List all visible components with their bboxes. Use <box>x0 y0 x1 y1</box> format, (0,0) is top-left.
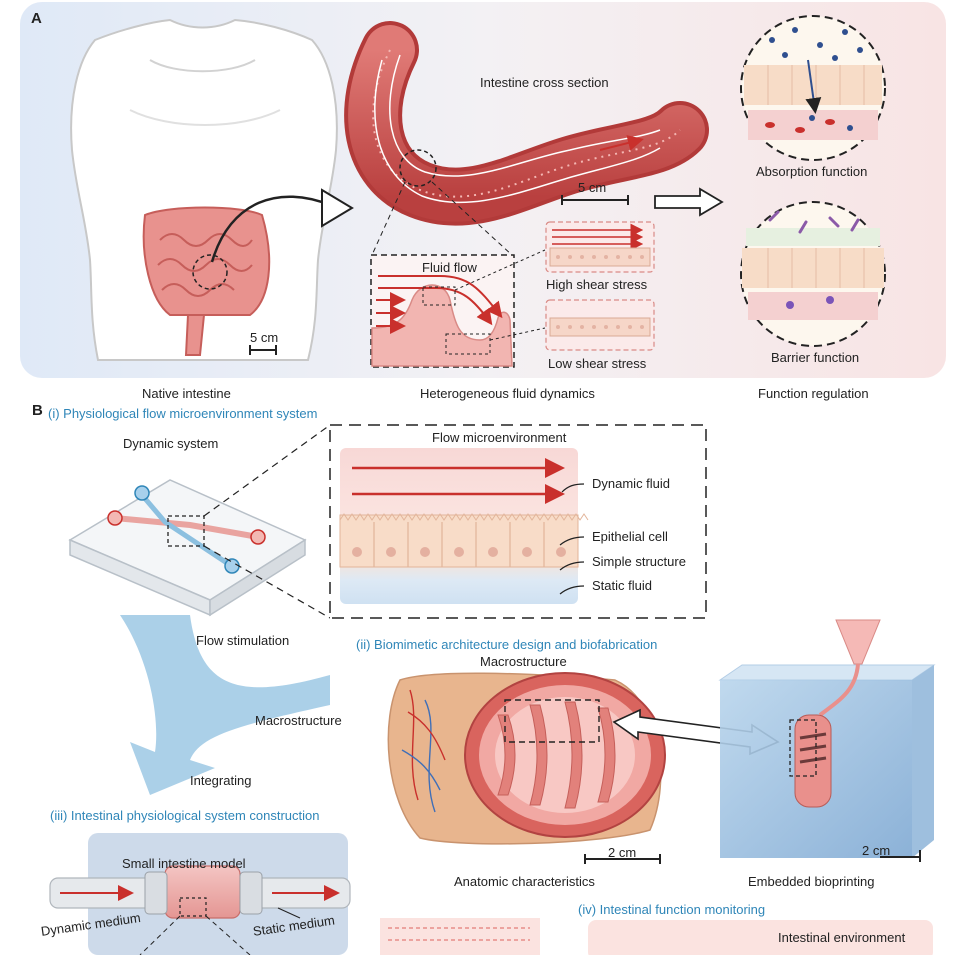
body-intestine-illustration <box>142 206 271 356</box>
integrating-label: Integrating <box>190 773 252 788</box>
intestine-cross-section <box>344 21 709 226</box>
static-fluid-label: Static fluid <box>592 578 652 593</box>
bioprinting-scale: 2 cm <box>862 843 891 858</box>
to-function-arrow <box>654 187 724 217</box>
macrostructure-arrow-label: Macrostructure <box>255 713 342 728</box>
flow-microenvironment-box <box>329 424 707 619</box>
low-shear-label: Low shear stress <box>548 356 647 371</box>
section-ii-title: (ii) Biomimetic architecture design and … <box>356 637 658 652</box>
embedded-bioprinting-label: Embedded bioprinting <box>748 874 875 889</box>
high-shear-box <box>545 221 655 273</box>
panel-b-letter: B <box>32 402 43 419</box>
torso-illustration <box>70 18 338 361</box>
section-i-title: (i) Physiological flow microenvironment … <box>48 406 318 421</box>
cross-section-scale: 5 cm <box>578 180 607 195</box>
section-iv-title: (iv) Intestinal function monitoring <box>578 902 766 917</box>
caption-fluid-dynamics: Heterogeneous fluid dynamics <box>420 386 595 401</box>
simple-structure-label: Simple structure <box>592 554 686 569</box>
barrier-circle <box>740 201 886 347</box>
body-scale: 5 cm <box>250 330 279 345</box>
macrostructure-tube <box>387 672 666 845</box>
dynamic-system-label: Dynamic system <box>123 436 219 451</box>
integrating-arrow <box>120 615 330 795</box>
panel-a-letter: A <box>31 10 42 27</box>
anatomic-label: Anatomic characteristics <box>454 874 595 889</box>
anatomic-scale: 2 cm <box>608 845 637 860</box>
high-shear-label: High shear stress <box>546 277 648 292</box>
epithelial-cell-label: Epithelial cell <box>592 529 668 544</box>
caption-function-regulation: Function regulation <box>758 386 869 401</box>
flow-micro-label: Flow microenvironment <box>432 430 567 445</box>
intestinal-env-label: Intestinal environment <box>778 930 906 945</box>
section-iii-title: (iii) Intestinal physiological system co… <box>50 808 320 823</box>
embedded-bioprinting-cube <box>718 619 936 858</box>
barrier-label: Barrier function <box>771 350 860 365</box>
small-intestine-model-label: Small intestine model <box>122 856 246 871</box>
dynamic-system-chip <box>68 479 307 617</box>
bottom-partial-box-left <box>380 918 540 955</box>
flow-stimulation-label: Flow stimulation <box>196 633 290 648</box>
caption-native-intestine: Native intestine <box>142 386 231 401</box>
low-shear-box <box>545 299 655 351</box>
small-intestine-model-block <box>49 833 351 955</box>
absorption-label: Absorption function <box>756 164 868 179</box>
absorption-circle <box>740 15 886 161</box>
bottom-partial-box-right <box>588 920 933 955</box>
fluid-flow-box <box>370 249 546 368</box>
fluid-flow-label: Fluid flow <box>422 260 477 275</box>
body-to-section-arrow <box>210 195 331 263</box>
cross-section-label: Intestine cross section <box>480 75 609 90</box>
dynamic-fluid-label: Dynamic fluid <box>592 476 671 491</box>
macrostructure-top-label: Macrostructure <box>480 654 567 669</box>
